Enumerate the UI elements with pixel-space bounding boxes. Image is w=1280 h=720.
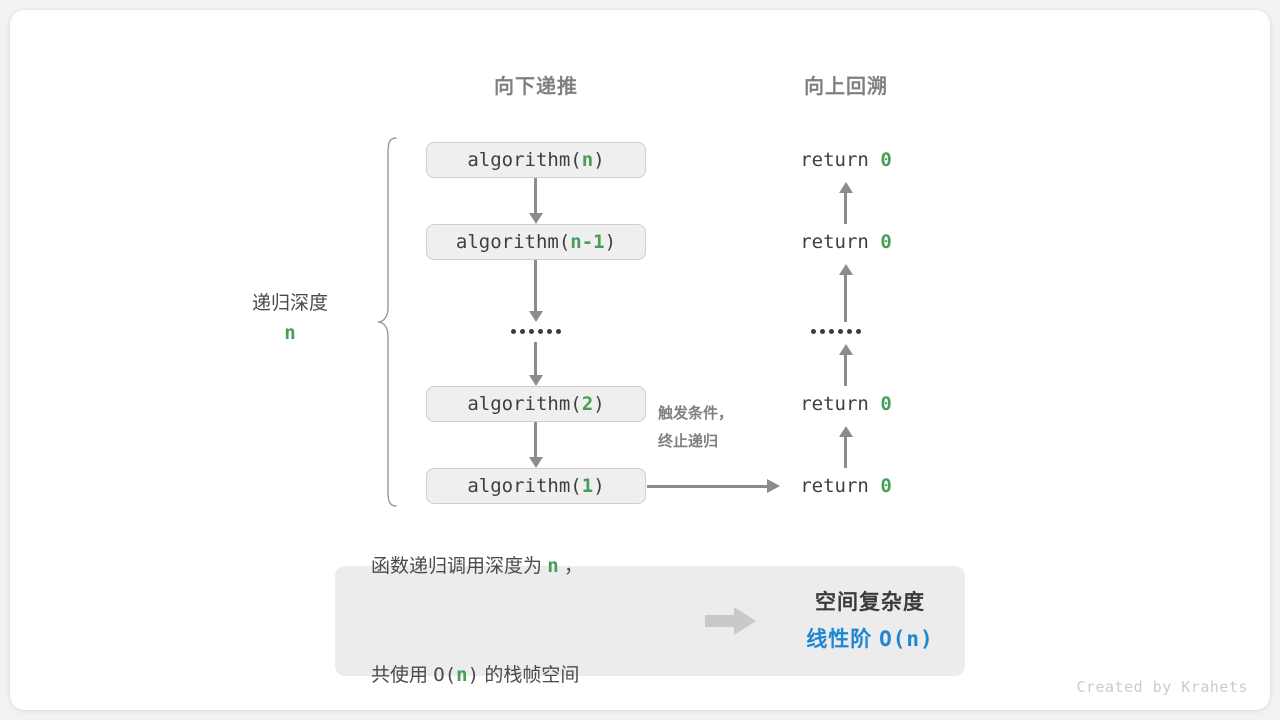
call-frame-box: algorithm(n-1) (426, 224, 646, 260)
call-frame-prefix: algorithm( (455, 231, 571, 253)
call-frame-prefix: algorithm( (467, 475, 582, 497)
complexity-title: 空间复杂度 (815, 590, 925, 614)
implies-arrow-icon (705, 607, 756, 635)
return-statement: return 0 (726, 468, 966, 504)
call-frame-suffix: ) (593, 475, 605, 497)
backtrack-arrow-up (839, 182, 853, 224)
return-keyword: return (800, 149, 881, 171)
summary-line-2: 共使用 O(n) 的栈帧空间 (371, 657, 701, 694)
credit-text: Created by Krahets (1076, 678, 1248, 696)
summary-line-1-n: n (547, 555, 559, 577)
termination-line-1: 触发条件， (658, 405, 734, 422)
summary-line-1: 函数递归调用深度为 n ， (371, 548, 701, 585)
call-frame-arg: n (581, 149, 594, 171)
backtrack-arrow-up (839, 426, 853, 468)
call-frame-prefix: algorithm( (467, 149, 582, 171)
return-statement: return 0 (726, 386, 966, 422)
complexity-summary-panel: 函数递归调用深度为 n ， 共使用 O(n) 的栈帧空间 空间复杂度 线性阶 O… (335, 555, 965, 686)
recurse-arrow-down (529, 422, 543, 468)
return-keyword: return (800, 393, 881, 415)
summary-line-2-O: O( (433, 664, 457, 686)
recurse-arrow-down (529, 342, 543, 386)
summary-description: 函数递归调用深度为 n ， 共使用 O(n) 的栈帧空间 (371, 476, 701, 710)
call-frame-suffix: ) (593, 393, 605, 415)
summary-line-1-text: 函数递归调用深度为 (371, 556, 548, 577)
call-frame-box: algorithm(2) (426, 386, 646, 422)
summary-line-2-n: n (456, 664, 468, 686)
call-frame-arg: n-1 (570, 231, 605, 253)
return-keyword: return (800, 475, 881, 497)
termination-condition-label: 触发条件， 终止递归 (658, 400, 778, 456)
backtrack-arrow-up (839, 344, 853, 386)
summary-line-2-O-close: ) (467, 664, 480, 686)
return-statement: return 0 (726, 142, 966, 178)
call-frame-prefix: algorithm( (467, 393, 582, 415)
diagram-card: 向下递推 向上回溯 递归深度 n algorithm(n) algorithm(… (10, 10, 1270, 710)
call-frame-box: algorithm(n) (426, 142, 646, 178)
return-value: 0 (880, 393, 892, 415)
call-frame-arg: 2 (581, 393, 594, 415)
call-frame-suffix: ) (604, 231, 617, 253)
complexity-value: 线性阶 O(n) (775, 621, 965, 658)
return-value: 0 (880, 475, 892, 497)
recurse-arrow-down (529, 260, 543, 322)
recursion-depth-value: n (284, 322, 296, 344)
summary-line-1-tail: ， (558, 556, 584, 577)
complexity-value-notation: O(n) (879, 626, 934, 651)
return-keyword: return (800, 231, 881, 253)
call-frame-box: algorithm(1) (426, 468, 646, 504)
call-stack-ellipsis (426, 323, 646, 339)
column-header-recurse-down: 向下递推 (494, 76, 578, 98)
complexity-value-text: 线性阶 (806, 627, 880, 651)
return-ellipsis (726, 323, 946, 339)
termination-arrow-right (647, 479, 780, 493)
recurse-arrow-down (529, 178, 543, 224)
return-value: 0 (880, 149, 892, 171)
call-frame-suffix: ) (593, 149, 605, 171)
recursion-depth-label: 递归深度 n (210, 290, 370, 348)
call-frame-arg: 1 (581, 475, 594, 497)
termination-line-2: 终止递归 (658, 433, 719, 450)
column-header-backtrack-up: 向上回溯 (804, 76, 888, 98)
complexity-result: 空间复杂度 线性阶 O(n) (775, 585, 965, 658)
depth-brace-icon (377, 137, 397, 507)
summary-line-2-tail: 的栈帧空间 (479, 665, 580, 686)
return-statement: return 0 (726, 224, 966, 260)
summary-line-2-text: 共使用 (371, 665, 434, 686)
recursion-depth-text: 递归深度 (251, 293, 328, 314)
backtrack-arrow-up (839, 264, 853, 322)
return-value: 0 (880, 231, 892, 253)
